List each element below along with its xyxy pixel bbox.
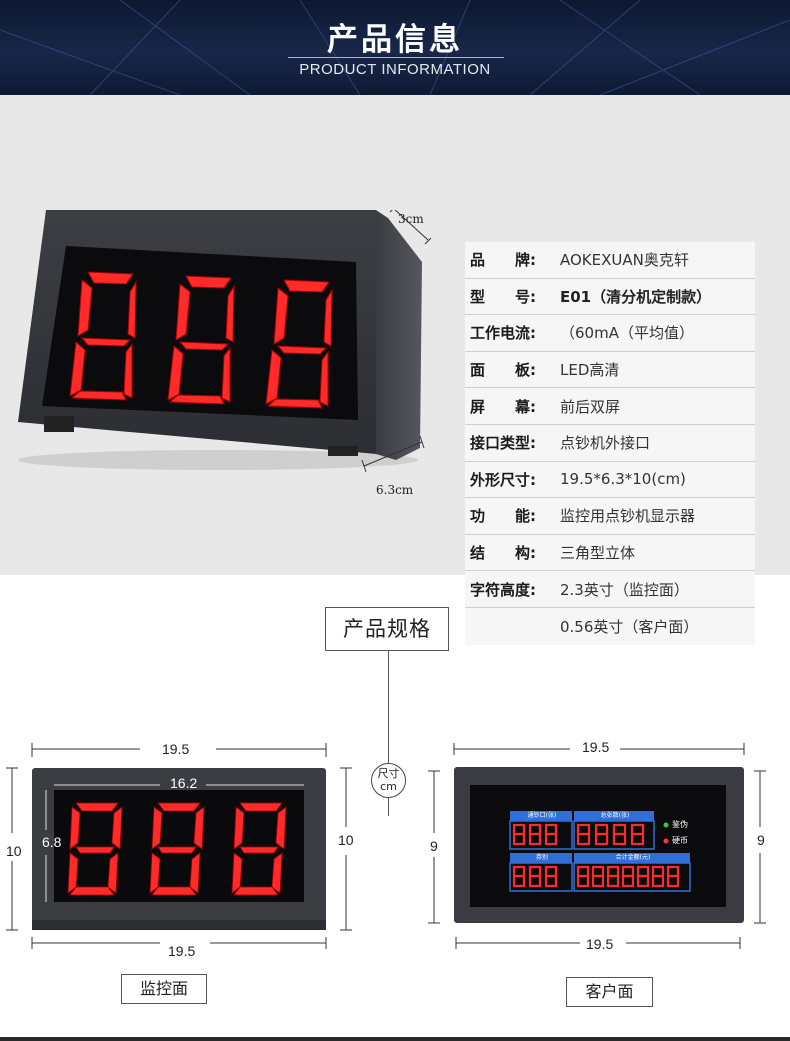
spec-row: 外形尺寸: 19.5*6.3*10(cm) bbox=[465, 462, 755, 499]
customer-top-width: 19.5 bbox=[582, 739, 610, 755]
spec-label: 字符高度: bbox=[470, 580, 536, 599]
spec-value: 前后双屏 bbox=[560, 397, 621, 416]
spec-table: 品 牌: AOKEXUAN奥克轩 型 号: E01（清分机定制款） 工作电流: … bbox=[465, 242, 755, 645]
product-info-section: 3cm 6.3cm 品 牌: AOKEXUAN奥克轩 型 号: E01（清分机定… bbox=[0, 95, 790, 645]
monitor-right-height: 10 bbox=[338, 832, 354, 848]
customer-led-digits bbox=[512, 823, 680, 888]
spec-row: 工作电流: （60mA（平均值） bbox=[465, 315, 755, 352]
monitor-top-width: 19.5 bbox=[162, 741, 190, 757]
panel-label-denomination: 券别 bbox=[535, 854, 548, 861]
page-title: 产品信息 bbox=[327, 22, 463, 58]
depth-dimension: 3cm bbox=[398, 212, 424, 226]
spec-value: 监控用点钞机显示器 bbox=[560, 507, 696, 526]
device-3d-image bbox=[18, 210, 432, 473]
unit-connector bbox=[388, 798, 389, 816]
customer-face-diagram bbox=[428, 743, 766, 949]
led-digits bbox=[69, 271, 333, 409]
monitor-inner-height: 6.8 bbox=[42, 834, 62, 850]
unit-badge: 尺寸 cm bbox=[371, 763, 406, 798]
spec-label: 型 号: bbox=[470, 287, 536, 306]
spec-value: 点钞机外接口 bbox=[560, 434, 651, 453]
spec-label: 品 牌: bbox=[470, 251, 536, 270]
banner-decoration bbox=[0, 0, 790, 95]
led-digits bbox=[67, 802, 287, 896]
spec-row: 型 号: E01（清分机定制款） bbox=[465, 279, 755, 316]
customer-bottom-width: 19.5 bbox=[586, 936, 614, 952]
panel-label-total-count: 总张数(张) bbox=[600, 812, 630, 819]
unit-label: 尺寸 bbox=[377, 767, 400, 780]
spec-row: 品 牌: AOKEXUAN奥克轩 bbox=[465, 242, 755, 279]
customer-right-height: 9 bbox=[757, 832, 765, 848]
monitor-bottom-width: 19.5 bbox=[168, 943, 196, 959]
monitor-left-height: 10 bbox=[6, 843, 22, 859]
spec-value: E01（清分机定制款） bbox=[560, 287, 712, 306]
panel-label-counter: 通钞口(张) bbox=[527, 812, 557, 819]
spec-value: LED高清 bbox=[560, 361, 620, 380]
spec-label: 接口类型: bbox=[470, 434, 536, 453]
header-banner: 产品信息 PRODUCT INFORMATION bbox=[0, 0, 790, 95]
monitor-face-diagram bbox=[6, 743, 352, 949]
spec-label: 结 构: bbox=[470, 544, 536, 563]
spec-label: 屏 幕: bbox=[470, 397, 536, 416]
title-divider bbox=[288, 57, 504, 58]
monitor-face-caption: 监控面 bbox=[121, 974, 207, 1004]
customer-face-caption: 客户面 bbox=[566, 977, 653, 1007]
monitor-inner-width: 16.2 bbox=[170, 775, 198, 791]
spec-value: 0.56英寸（客户面） bbox=[560, 617, 699, 636]
spec-label: 外形尺寸: bbox=[470, 470, 536, 489]
spec-label: 功 能: bbox=[470, 507, 536, 526]
spec-row: 接口类型: 点钞机外接口 bbox=[465, 425, 755, 462]
spec-value: 19.5*6.3*10(cm) bbox=[560, 470, 686, 489]
page-subtitle: PRODUCT INFORMATION bbox=[299, 61, 491, 78]
spec-value: 三角型立体 bbox=[560, 544, 636, 563]
spec-row: 面 板: LED高清 bbox=[465, 352, 755, 389]
customer-left-height: 9 bbox=[430, 838, 438, 854]
spec-value: AOKEXUAN奥克轩 bbox=[560, 251, 689, 270]
spec-value: 2.3英寸（监控面） bbox=[560, 580, 689, 599]
height-dimension: 6.3cm bbox=[376, 483, 414, 497]
spec-value: （60mA（平均值） bbox=[560, 324, 694, 343]
spec-heading: 产品规格 bbox=[325, 607, 449, 651]
indicator-counterfeit: 鉴伪 bbox=[672, 820, 688, 829]
spec-row: 结 构: 三角型立体 bbox=[465, 535, 755, 572]
unit-value: cm bbox=[380, 780, 397, 793]
panel-label-total-amount: 合计金额(元) bbox=[615, 854, 651, 861]
spec-label: 工作电流: bbox=[470, 324, 536, 343]
spec-row: 屏 幕: 前后双屏 bbox=[465, 388, 755, 425]
bottom-divider bbox=[0, 1037, 790, 1041]
spec-row: 0.56英寸（客户面） bbox=[465, 608, 755, 645]
spec-row: 功 能: 监控用点钞机显示器 bbox=[465, 498, 755, 535]
spec-row: 字符高度: 2.3英寸（监控面） bbox=[465, 571, 755, 608]
indicator-coin: 硬币 bbox=[672, 836, 688, 845]
unit-connector bbox=[388, 651, 389, 763]
spec-label: 面 板: bbox=[470, 361, 536, 380]
